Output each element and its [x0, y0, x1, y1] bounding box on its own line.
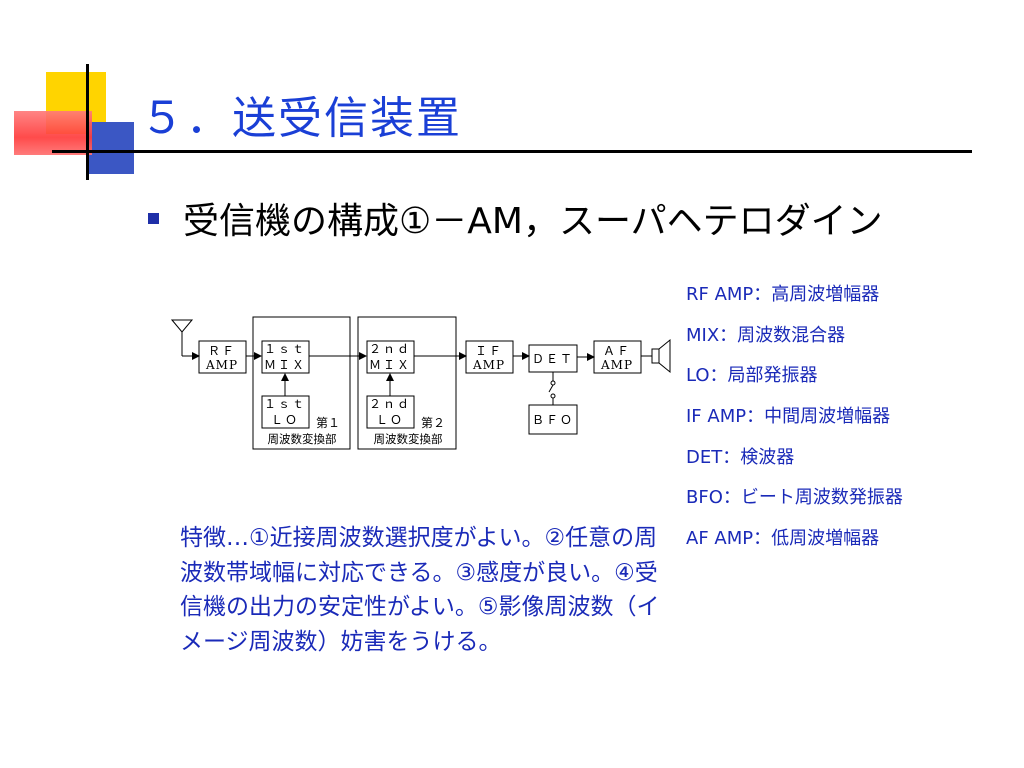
first-lo-label-1: １ｓｔ — [264, 397, 306, 411]
bullet-icon — [148, 213, 159, 224]
legend-item: RF AMP：高周波増幅器 — [686, 284, 880, 305]
antenna-icon — [170, 319, 200, 360]
legend-item: BFO：ビート周波数発振器 — [686, 487, 903, 509]
rf-amp-block — [198, 340, 247, 374]
legend-item: DET：検波器 — [686, 446, 795, 468]
first-lo-label-2: ＬＯ — [271, 413, 299, 427]
title-underline — [52, 150, 972, 153]
legend-item: IF AMP：中間周波増幅器 — [686, 406, 891, 428]
first-converter-number: 第１ — [316, 416, 340, 430]
second-lo-label-2: ＬＯ — [376, 413, 404, 427]
first-converter-frame — [252, 316, 351, 450]
second-mix-label-1: ２ｎｄ — [369, 342, 411, 356]
first-mix-label-1: １ｓｔ — [264, 342, 306, 356]
legend-item: MIX：周波数混合器 — [686, 324, 846, 346]
second-mix-label-2: ＭＩＸ — [369, 358, 411, 372]
af-amp-label-1: ＡＦ — [603, 344, 631, 358]
first-converter-label: 周波数変換部 — [268, 432, 337, 446]
abbreviation-legend: RF AMP：高周波増幅器 MIX：周波数混合器 LO：局部発振器 IF AMP… — [686, 281, 903, 566]
det-label: ＤＥＴ — [532, 352, 574, 366]
page-title: ５．送受信装置 — [140, 93, 462, 144]
if-amp-label-2: AMP — [472, 358, 505, 372]
rf-amp-label-2: AMP — [205, 358, 238, 372]
speaker-icon — [651, 338, 671, 374]
second-lo-label-1: ２ｎｄ — [369, 397, 411, 411]
second-converter-number: 第２ — [421, 416, 445, 430]
if-amp-label-1: ＩＦ — [475, 344, 503, 358]
features-text: 特徴…①近接周波数選択度がよい。②任意の周波数帯域幅に対応できる。③感度が良い。… — [180, 525, 660, 655]
legend-item: AF AMP：低周波増幅器 — [686, 528, 880, 550]
rf-amp-label-1: ＲＦ — [208, 344, 236, 358]
decor-vertical-line — [86, 64, 89, 180]
first-mix-label-2: ＭＩＸ — [264, 358, 306, 372]
bfo-label: ＢＦＯ — [532, 413, 574, 427]
af-amp-label-2: AMP — [600, 358, 633, 372]
decor-red-square — [14, 111, 92, 155]
if-amp-block — [465, 340, 514, 374]
second-converter-frame — [357, 316, 457, 450]
bfo-block — [528, 404, 578, 435]
decor-blue-square — [88, 122, 134, 174]
second-converter-label: 周波数変換部 — [374, 432, 443, 446]
slide-subtitle: 受信機の構成①－AM，スーパヘテロダイン — [183, 201, 883, 242]
af-amp-block — [593, 340, 642, 374]
legend-item: LO：局部発振器 — [686, 365, 818, 387]
